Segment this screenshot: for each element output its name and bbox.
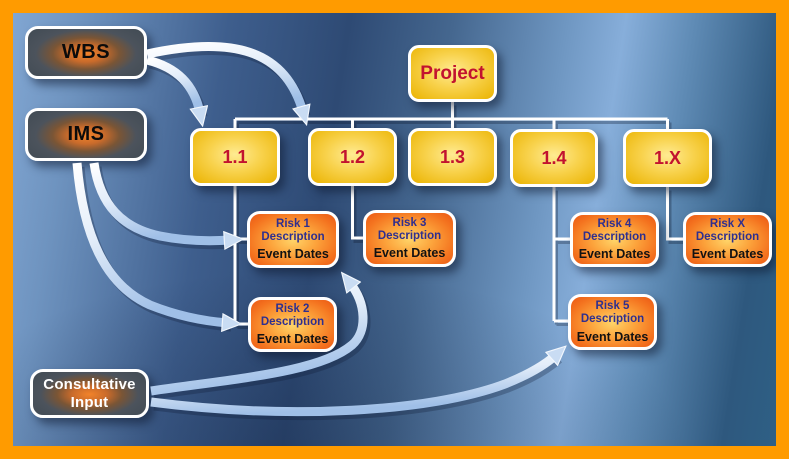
risk-4-description: Description <box>582 230 647 243</box>
risk-x-description: Description <box>695 230 760 243</box>
risk-1-node: Risk 1 Description Event Dates <box>247 211 339 268</box>
risk-2-node: Risk 2 Description Event Dates <box>248 297 337 352</box>
arrow-ribbons <box>72 41 556 417</box>
risk-2-event-dates: Event Dates <box>256 332 329 347</box>
wbs-element-1-1-label: 1.1 <box>222 146 248 167</box>
wbs-element-1-4-label: 1.4 <box>541 147 567 168</box>
wbs-element-1-2-label: 1.2 <box>339 146 366 167</box>
risk-4-title: Risk 4 <box>597 217 632 230</box>
consultative-input-label-line2: Input <box>70 393 109 411</box>
consultative-input-node: Consultative Input <box>30 369 149 418</box>
connector-1-2-risk3 <box>351 186 366 240</box>
risk-3-node: Risk 3 Description Event Dates <box>363 210 456 267</box>
consultative-input-label-line1: Consultative <box>43 376 136 394</box>
wbs-element-1-1: 1.1 <box>190 128 280 186</box>
wbs-element-1-x-label: 1.X <box>653 147 682 168</box>
project-node: Project <box>408 45 497 102</box>
connector-1-x-riskx <box>666 187 686 241</box>
ims-node: IMS <box>25 108 147 161</box>
wbs-node: WBS <box>25 26 147 79</box>
risk-x-event-dates: Event Dates <box>691 247 764 262</box>
arrow-wbs-to-1-2 <box>146 41 303 112</box>
ims-label: IMS <box>67 123 105 145</box>
risk-1-description: Description <box>261 230 325 243</box>
arrow-consultative-to-risk-1 <box>150 283 368 396</box>
arrow-consultative-to-risk-5 <box>150 355 556 417</box>
risk-1-event-dates: Event Dates <box>257 247 329 262</box>
wbs-element-1-4: 1.4 <box>510 129 598 187</box>
wbs-element-1-3: 1.3 <box>408 128 497 186</box>
project-label: Project <box>420 62 485 84</box>
risk-x-title: Risk X <box>709 217 746 230</box>
wbs-element-1-2: 1.2 <box>308 128 397 186</box>
risk-3-description: Description <box>377 229 442 242</box>
risk-4-event-dates: Event Dates <box>578 247 651 262</box>
arrow-ims-to-risk-2 <box>72 162 228 323</box>
risk-1-title: Risk 1 <box>276 217 310 230</box>
risk-4-node: Risk 4 Description Event Dates <box>570 212 659 267</box>
connector-project-bus <box>233 102 669 131</box>
risk-5-event-dates: Event Dates <box>576 329 649 344</box>
risk-5-description: Description <box>580 313 645 325</box>
risk-5-node: Risk 5 Description Event Dates <box>568 294 657 350</box>
risk-2-description: Description <box>260 315 325 328</box>
risk-3-title: Risk 3 <box>392 216 427 229</box>
risk-3-event-dates: Event Dates <box>373 246 446 261</box>
risk-x-node: Risk X Description Event Dates <box>683 212 772 267</box>
arrow-wbs-to-1-1 <box>145 55 200 113</box>
wbs-label: WBS <box>61 41 111 63</box>
risk-2-title: Risk 2 <box>275 302 310 315</box>
arrow-ims-to-risk-1 <box>89 162 230 241</box>
risk-5-title: Risk 5 <box>595 300 630 313</box>
wbs-element-1-3-label: 1.3 <box>439 146 466 167</box>
wbs-element-1-x: 1.X <box>623 129 712 187</box>
